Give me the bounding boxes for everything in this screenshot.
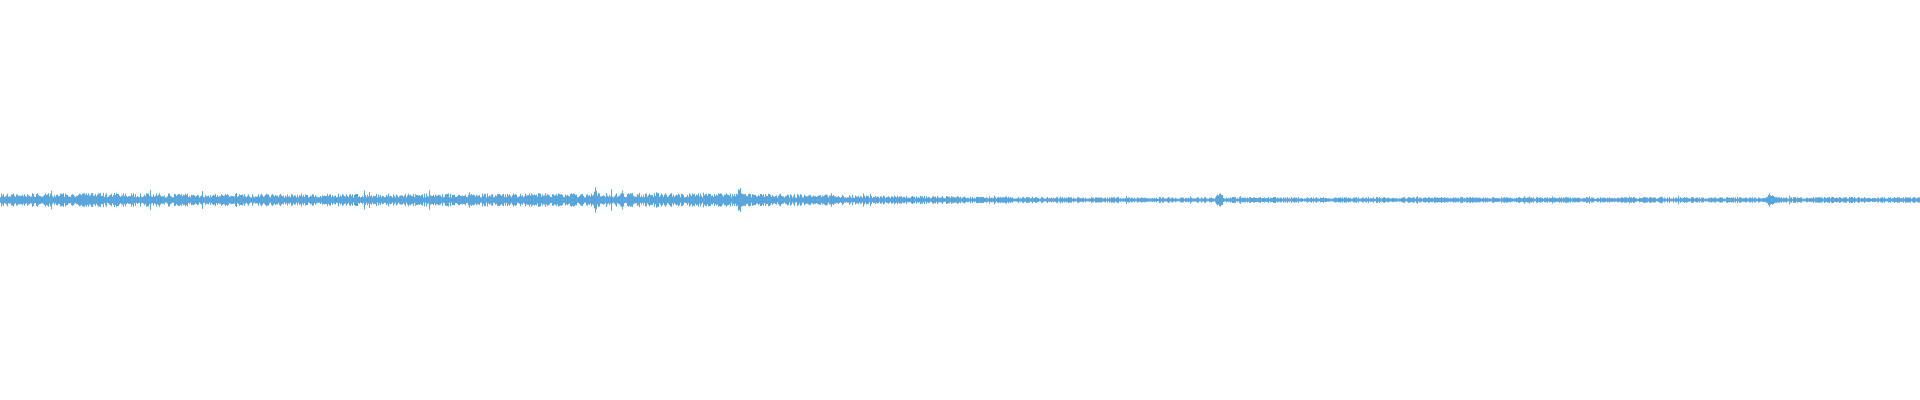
waveform-canvas[interactable] xyxy=(0,0,1920,400)
audio-waveform[interactable] xyxy=(0,0,1920,400)
